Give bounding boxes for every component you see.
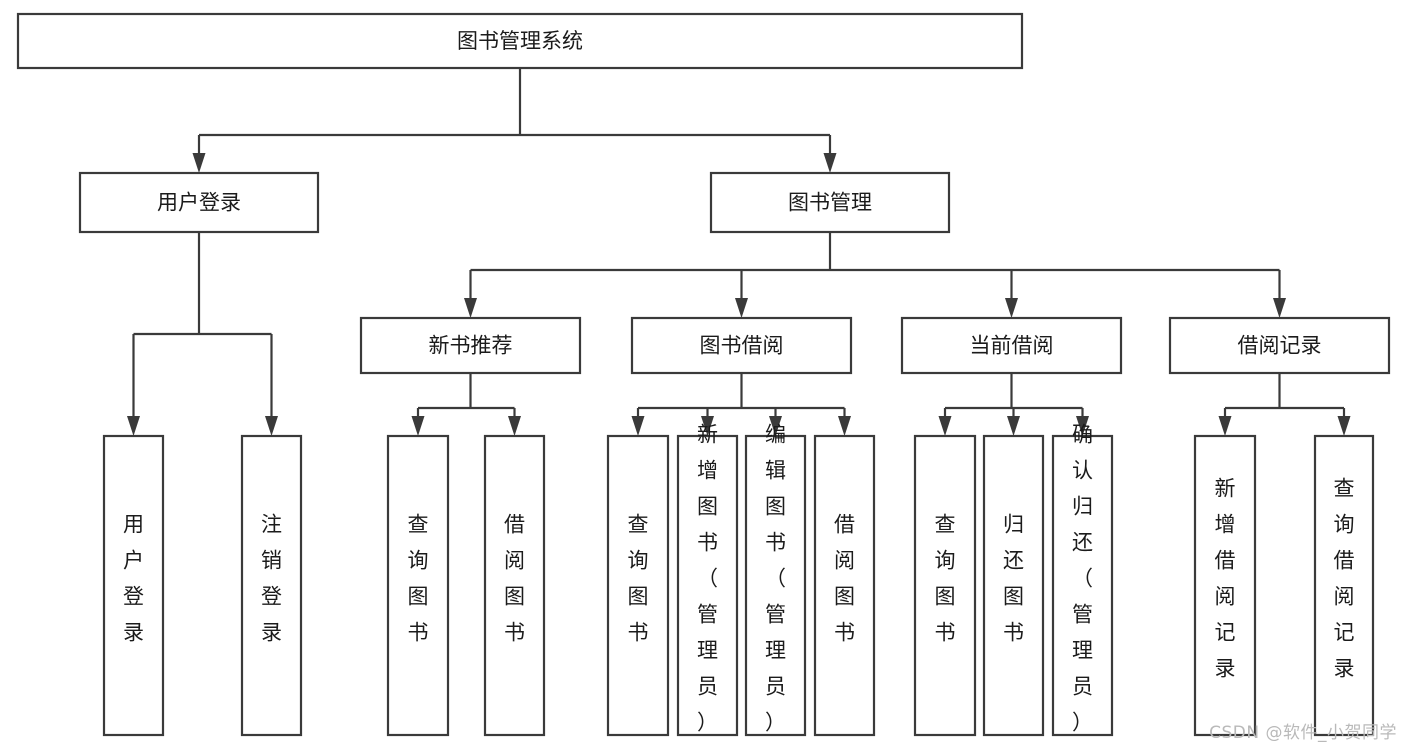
- node-box-leaf-query-borrow-record[interactable]: [1313, 434, 1375, 737]
- node-leaf-edit-book-admin[interactable]: 编辑图书（管理员）: [744, 423, 807, 737]
- node-label-borrow-record: 借阅记录: [1238, 334, 1322, 358]
- node-label-leaf-borrow-book-recommend: 借阅图书: [504, 513, 525, 645]
- arrow-head-icon: [1007, 416, 1020, 436]
- node-layer: 图书管理系统用户登录图书管理新书推荐图书借阅当前借阅借阅记录用户登录注销登录查询…: [16, 12, 1391, 737]
- node-leaf-confirm-return-admin[interactable]: 确认归还（管理员）: [1051, 423, 1114, 737]
- node-book-borrow[interactable]: 图书借阅: [630, 316, 853, 375]
- node-leaf-query-book-recommend[interactable]: 查询图书: [386, 434, 450, 737]
- arrow-head-icon: [411, 416, 425, 436]
- node-leaf-return-book[interactable]: 归还图书: [982, 434, 1045, 737]
- node-label-leaf-add-book-admin: 新增图书（管理员）: [697, 423, 718, 735]
- node-label-leaf-return-book: 归还图书: [1003, 513, 1024, 645]
- arrow-head-icon: [1076, 416, 1089, 436]
- node-box-book-manage[interactable]: [709, 171, 951, 234]
- node-leaf-query-borrow-record[interactable]: 查询借阅记录: [1313, 434, 1375, 737]
- arrow-head-icon: [838, 416, 851, 436]
- arrow-head-icon: [701, 416, 714, 436]
- node-label-leaf-query-borrow-record: 查询借阅记录: [1334, 477, 1355, 681]
- node-leaf-query-book-current[interactable]: 查询图书: [913, 434, 977, 737]
- node-current-borrow[interactable]: 当前借阅: [900, 316, 1123, 375]
- node-label-root: 图书管理系统: [457, 29, 583, 53]
- node-label-leaf-query-book-recommend: 查询图书: [408, 513, 429, 645]
- node-leaf-borrow-book[interactable]: 借阅图书: [813, 434, 876, 737]
- node-box-leaf-query-book-recommend[interactable]: [386, 434, 450, 737]
- node-label-user-login: 用户登录: [157, 191, 241, 215]
- arrow-head-icon: [1218, 416, 1232, 436]
- node-box-leaf-user-login[interactable]: [102, 434, 165, 737]
- arrow-head-icon: [192, 153, 206, 173]
- node-leaf-borrow-book-recommend[interactable]: 借阅图书: [483, 434, 546, 737]
- arrow-head-icon: [1273, 298, 1286, 318]
- node-box-book-borrow[interactable]: [630, 316, 853, 375]
- node-box-leaf-return-book[interactable]: [982, 434, 1045, 737]
- node-leaf-add-book-admin[interactable]: 新增图书（管理员）: [676, 423, 739, 737]
- node-leaf-user-login[interactable]: 用户登录: [102, 434, 165, 737]
- node-user-login[interactable]: 用户登录: [78, 171, 320, 234]
- arrow-head-icon: [631, 416, 645, 436]
- node-label-book-manage: 图书管理: [788, 191, 872, 215]
- node-box-borrow-record[interactable]: [1168, 316, 1391, 375]
- node-label-leaf-user-login: 用户登录: [123, 513, 144, 645]
- node-box-leaf-logout-login[interactable]: [240, 434, 303, 737]
- connector-layer: [127, 68, 1351, 436]
- node-box-leaf-query-book-borrow[interactable]: [606, 434, 670, 737]
- node-box-leaf-edit-book-admin[interactable]: [744, 434, 807, 737]
- arrow-head-icon: [735, 298, 748, 318]
- node-new-book-recommend[interactable]: 新书推荐: [359, 316, 582, 375]
- arrow-head-icon: [508, 416, 521, 436]
- node-box-leaf-add-borrow-record[interactable]: [1193, 434, 1257, 737]
- node-leaf-add-borrow-record[interactable]: 新增借阅记录: [1193, 434, 1257, 737]
- node-label-leaf-add-borrow-record: 新增借阅记录: [1215, 477, 1236, 681]
- node-box-leaf-query-book-current[interactable]: [913, 434, 977, 737]
- node-borrow-record[interactable]: 借阅记录: [1168, 316, 1391, 375]
- node-box-current-borrow[interactable]: [900, 316, 1123, 375]
- arrow-head-icon: [823, 153, 837, 173]
- node-leaf-query-book-borrow[interactable]: 查询图书: [606, 434, 670, 737]
- arrow-head-icon: [1337, 416, 1351, 436]
- arrow-head-icon: [265, 416, 278, 436]
- node-label-leaf-borrow-book: 借阅图书: [834, 513, 855, 645]
- arrow-head-icon: [127, 416, 140, 436]
- node-box-user-login[interactable]: [78, 171, 320, 234]
- node-label-new-book-recommend: 新书推荐: [429, 334, 513, 358]
- node-book-manage[interactable]: 图书管理: [709, 171, 951, 234]
- node-box-root[interactable]: [16, 12, 1024, 70]
- node-label-leaf-edit-book-admin: 编辑图书（管理员）: [765, 423, 786, 735]
- node-box-leaf-borrow-book[interactable]: [813, 434, 876, 737]
- node-box-leaf-borrow-book-recommend[interactable]: [483, 434, 546, 737]
- csdn-watermark: CSDN @软件_小贺同学: [1209, 723, 1397, 743]
- arrow-head-icon: [769, 416, 782, 436]
- node-box-leaf-confirm-return-admin[interactable]: [1051, 434, 1114, 737]
- arrow-head-icon: [464, 298, 477, 318]
- node-label-leaf-confirm-return-admin: 确认归还（管理员）: [1072, 423, 1093, 735]
- node-label-leaf-query-book-current: 查询图书: [935, 513, 956, 645]
- node-leaf-logout-login[interactable]: 注销登录: [240, 434, 303, 737]
- node-box-new-book-recommend[interactable]: [359, 316, 582, 375]
- node-label-leaf-query-book-borrow: 查询图书: [628, 513, 649, 645]
- node-root[interactable]: 图书管理系统: [16, 12, 1024, 70]
- arrow-head-icon: [938, 416, 952, 436]
- arrow-head-icon: [1005, 298, 1018, 318]
- node-label-leaf-logout-login: 注销登录: [261, 513, 282, 645]
- node-label-book-borrow: 图书借阅: [700, 334, 784, 358]
- node-label-current-borrow: 当前借阅: [970, 334, 1054, 358]
- node-box-leaf-add-book-admin[interactable]: [676, 434, 739, 737]
